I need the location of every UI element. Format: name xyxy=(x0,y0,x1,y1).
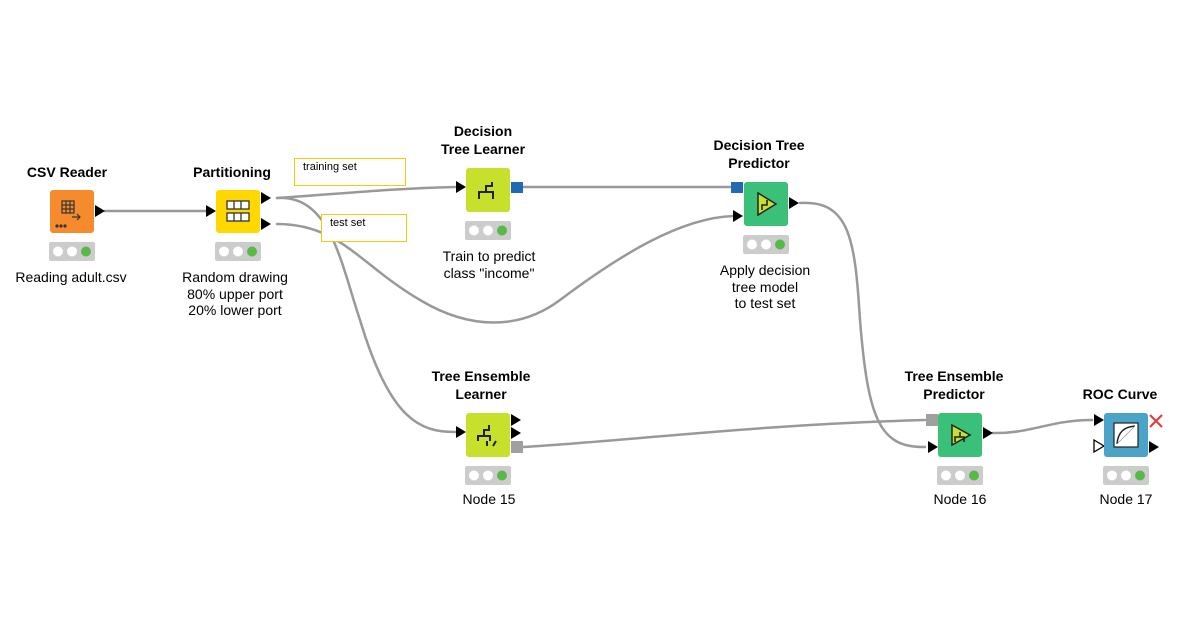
status-traffic-light xyxy=(1103,466,1149,485)
model-input-port[interactable] xyxy=(731,182,743,193)
data-input-port[interactable] xyxy=(1094,414,1104,426)
output-port-2[interactable] xyxy=(511,427,521,439)
status-traffic-light xyxy=(937,466,983,485)
node-title-partitioning[interactable]: Partitioning xyxy=(193,164,271,180)
node-title-roc-curve[interactable]: ROC Curve xyxy=(1082,386,1158,402)
connection-tepredictor-roc[interactable] xyxy=(991,418,1094,435)
annotation-training-set[interactable]: training set xyxy=(294,158,406,186)
node-csv-reader[interactable] xyxy=(49,190,105,261)
input-port[interactable] xyxy=(456,181,466,193)
data-input-port[interactable] xyxy=(733,210,743,222)
output-port[interactable] xyxy=(789,197,799,209)
connection-partition-dtlearner[interactable] xyxy=(275,185,457,200)
ensemble-model-input-port[interactable] xyxy=(926,414,938,426)
partition-grid-icon xyxy=(226,200,250,222)
error-cross-icon xyxy=(1149,414,1163,428)
status-traffic-light xyxy=(465,221,511,240)
node-roc-curve[interactable] xyxy=(1093,413,1163,485)
data-input-port[interactable] xyxy=(928,441,938,453)
table-import-icon xyxy=(55,200,81,228)
annotation-test-set[interactable]: test set xyxy=(321,214,407,242)
status-traffic-light xyxy=(743,235,789,254)
node-tree-ensemble-learner[interactable] xyxy=(456,413,523,485)
output-port[interactable] xyxy=(95,205,105,217)
output-port[interactable] xyxy=(1149,441,1159,453)
node-label-roc-curve[interactable]: Node 17 xyxy=(1099,491,1153,507)
predictor-icon xyxy=(757,191,778,217)
connection-telearner-tepredictor[interactable] xyxy=(521,418,927,449)
node-title-dt-predictor[interactable]: Decision Tree Predictor xyxy=(713,137,805,171)
ensemble-model-output-port[interactable] xyxy=(511,441,523,453)
output-port-lower[interactable] xyxy=(261,218,271,230)
node-label-partitioning[interactable]: Random drawing 80% upper port 20% lower … xyxy=(182,269,288,318)
output-port[interactable] xyxy=(983,427,993,439)
node-label-te-learner[interactable]: Node 15 xyxy=(462,491,516,507)
node-label-te-predictor[interactable]: Node 16 xyxy=(933,491,987,507)
node-tree-ensemble-predictor[interactable] xyxy=(926,413,993,485)
node-title-csv-reader[interactable]: CSV Reader xyxy=(26,164,108,180)
node-title-te-predictor[interactable]: Tree Ensemble Predictor xyxy=(904,368,1004,402)
ensemble-predictor-icon xyxy=(951,423,972,447)
status-traffic-light xyxy=(215,242,261,261)
roc-curve-icon xyxy=(1113,422,1139,448)
model-output-port[interactable] xyxy=(511,182,523,193)
tree-learner-icon xyxy=(478,182,494,199)
status-traffic-light xyxy=(465,466,511,485)
node-title-te-learner[interactable]: Tree Ensemble Learner xyxy=(431,368,531,402)
ensemble-learner-icon xyxy=(477,425,497,447)
status-traffic-light xyxy=(49,242,95,261)
node-title-dt-learner[interactable]: Decision Tree Learner xyxy=(440,123,526,157)
node-label-dt-predictor[interactable]: Apply decision tree model to test set xyxy=(719,262,811,311)
input-port[interactable] xyxy=(456,426,466,438)
connection-partition-dtpredictor[interactable] xyxy=(275,214,735,324)
node-decision-tree-learner[interactable] xyxy=(456,168,523,240)
output-port-1[interactable] xyxy=(511,414,521,426)
connection-partition-telearner[interactable] xyxy=(275,196,457,434)
node-label-csv-reader[interactable]: Reading adult.csv xyxy=(15,269,127,285)
node-partitioning[interactable] xyxy=(206,190,271,261)
node-label-dt-learner[interactable]: Train to predict class "income" xyxy=(442,248,536,281)
output-port-upper[interactable] xyxy=(261,192,271,204)
node-decision-tree-predictor[interactable] xyxy=(731,182,799,254)
connection-dtpredictor-tepredictor[interactable] xyxy=(798,201,927,449)
optional-input-port[interactable] xyxy=(1093,438,1106,454)
input-port[interactable] xyxy=(206,205,216,217)
